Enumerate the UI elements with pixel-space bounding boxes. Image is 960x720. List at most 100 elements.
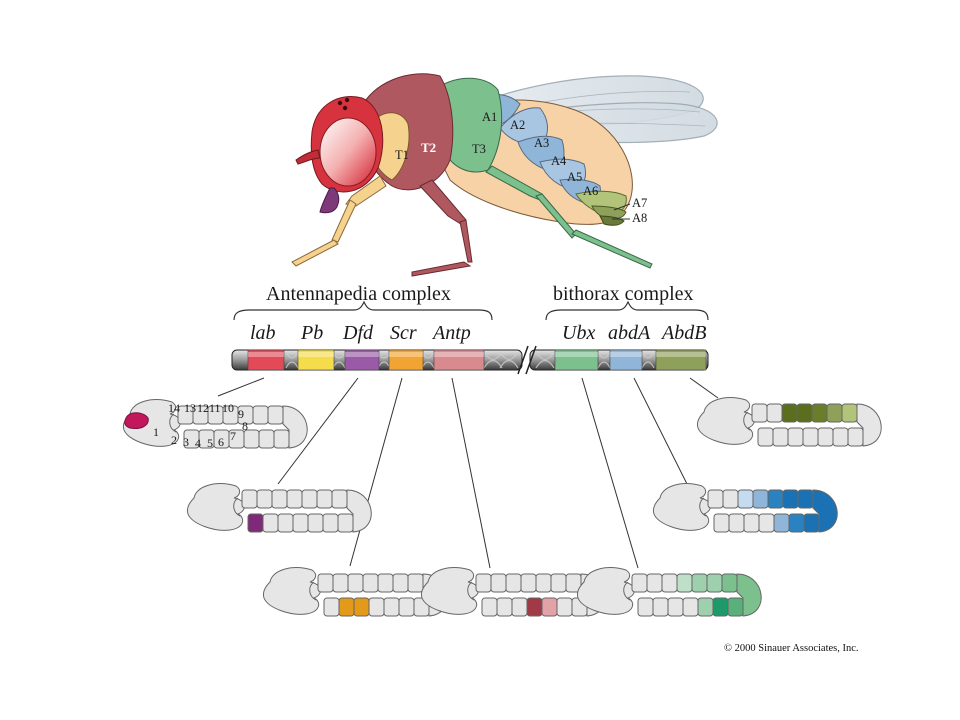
embryo-segment [301,489,318,509]
embryo-lab [123,399,308,449]
embryo-num-4: 4 [195,436,201,450]
embryo-segment [317,573,334,593]
label-t3: T3 [472,142,486,156]
embryo-segment [362,573,379,593]
embryo-segment [841,403,858,423]
embryo-head [697,397,755,445]
bithorax-complex-label: bithorax complex [553,283,694,305]
embryo-segment [707,489,724,509]
embryo-num-6: 6 [218,435,224,449]
embryo-segment [556,597,573,617]
embryo-segment [353,597,370,617]
embryo-segment [368,597,385,617]
gene-band-scr [388,349,424,371]
embryo-num-8: 8 [242,419,248,433]
label-a4: A4 [551,154,567,168]
embryo-segment [721,573,738,593]
embryo-segment [331,489,348,509]
embryo-segment [392,573,409,593]
gene-band-highlight [345,352,379,357]
embryo-segment [782,489,799,509]
gene-label-abda: abdA [608,322,651,344]
embryo-fold [623,581,631,601]
embryo-segment [781,403,798,423]
embryo-num-14: 14 [168,401,180,415]
lab-expression [124,412,149,429]
gene-band-abda [609,349,643,371]
leader-lines [217,377,719,569]
label-a1: A1 [482,110,497,124]
label-a8: A8 [632,211,647,225]
embryo-abda [653,483,838,533]
embryo-segment [550,573,567,593]
embryo-segment [667,597,684,617]
embryo-segment [475,573,492,593]
gene-band-highlight [555,352,598,357]
label-a3: A3 [534,136,549,150]
embryo-segment [247,513,264,533]
embryo-segment [832,427,849,447]
embryo-segment [737,489,754,509]
embryo-segment [767,489,784,509]
embryo-segment [713,513,730,533]
embryo-num-9: 9 [238,407,244,421]
embryo-segment [252,405,269,425]
embryo-head [123,399,181,447]
gene-band-lab [247,349,285,371]
embryo-num-12: 12 [197,401,209,415]
embryo-tail [282,405,308,449]
embryo-segment [826,403,843,423]
embryo-segment [323,597,340,617]
embryo-segment [286,489,303,509]
embryo-segment [788,513,805,533]
embryo-segment [505,573,522,593]
embryo-segment [332,573,349,593]
gene-band-highlight [298,352,334,357]
embryo-fold [233,497,241,517]
proboscis [319,187,340,214]
embryo-num-3: 3 [183,435,189,449]
compound-eye [319,117,377,187]
embryo-segment [676,573,693,593]
embryo-abdb [697,397,882,447]
embryo-segment [697,597,714,617]
embryo-num-13: 13 [184,401,196,415]
embryo-segment [652,597,669,617]
label-a7: A7 [632,196,647,210]
embryo-head [577,567,635,615]
gene-band-highlight [389,352,423,357]
embryo-segment [337,513,354,533]
embryo-segment-numbers: 1 2 3 4 5 6 7 8 9 10 11 12 13 14 [153,401,248,450]
embryo-segment [772,427,789,447]
embryo-segment [752,489,769,509]
embryo-fold [309,581,317,601]
embryo-num-5: 5 [207,436,213,450]
gene-label-lab: lab [250,322,276,344]
embryo-fold [699,497,707,517]
embryo-segment [773,513,790,533]
embryo-head [187,483,245,531]
embryo-segment [802,427,819,447]
embryo-segment [526,597,543,617]
embryo-segment [712,597,729,617]
gene-label-ubx: Ubx [562,322,595,344]
label-a2: A2 [510,118,525,132]
embryo-ubx [577,567,762,617]
label-t1: T1 [395,148,409,162]
embryo-segment [271,489,288,509]
label-a5: A5 [567,170,582,184]
gene-band-dfd [344,349,380,371]
embryo-segment [322,513,339,533]
leg-t1 [291,175,387,267]
gene-band-ubx [554,349,599,371]
gene-band-highlight [610,352,642,357]
embryo-segment [847,427,864,447]
label-a6: A6 [583,184,598,198]
embryo-segment [661,573,678,593]
embryo-segment [787,427,804,447]
embryo-segment [267,405,284,425]
gene-band-antp [433,349,485,371]
embryo-segment [637,597,654,617]
embryo-segment [535,573,552,593]
